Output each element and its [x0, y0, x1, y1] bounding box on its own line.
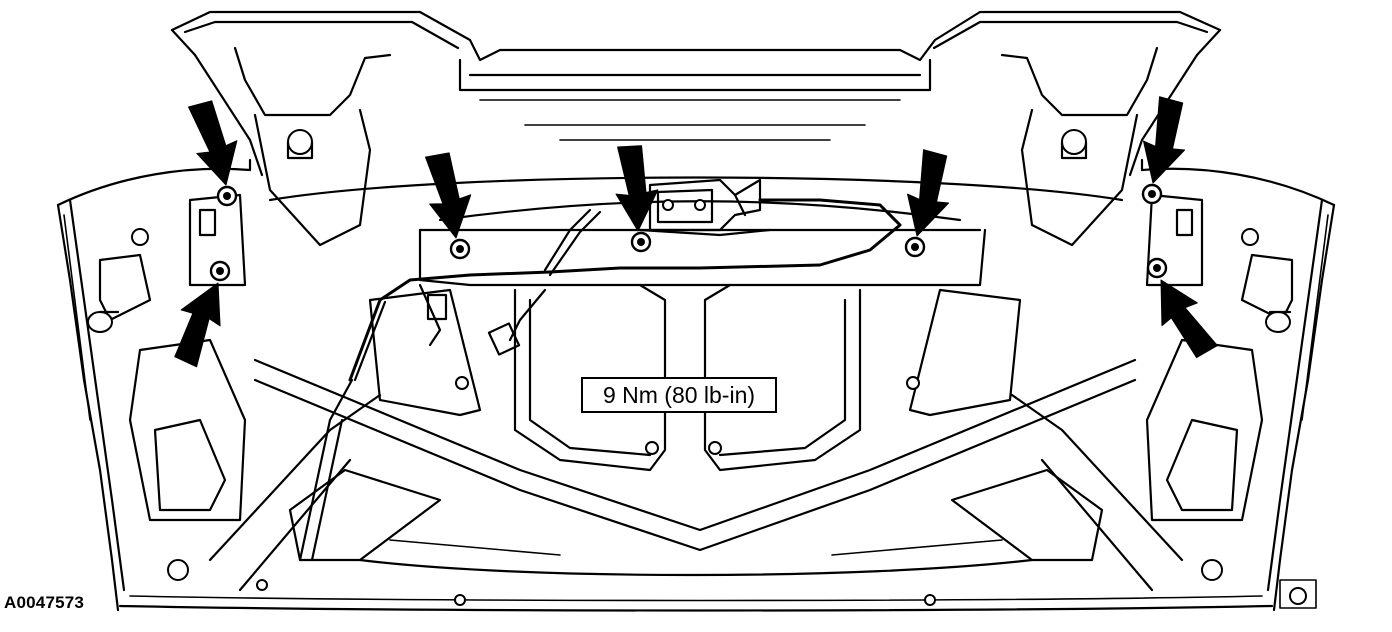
- hood-outline: [56, 158, 1336, 612]
- arrow-icon: [1160, 279, 1218, 359]
- pointer-arrows: [174, 96, 1218, 368]
- wiring-harness: [298, 198, 902, 562]
- arrow-icon: [1143, 96, 1186, 184]
- nut-icon: [449, 238, 471, 260]
- arrow-icon: [615, 145, 659, 232]
- nut-icon: [1146, 257, 1168, 279]
- hood-latch: [638, 178, 772, 237]
- left-bracket: [87, 193, 247, 581]
- cowl-panel: [170, 10, 1222, 247]
- arrow-icon: [174, 282, 221, 368]
- nut-icon: [904, 236, 926, 258]
- right-bracket: [1145, 193, 1317, 609]
- arrow-icon: [424, 152, 472, 239]
- hood-ribs: [208, 358, 1184, 606]
- arrow-icon: [907, 149, 950, 237]
- hood-bumper-left: [87, 311, 113, 333]
- arrow-icon: [188, 100, 238, 186]
- nut-icon: [216, 185, 238, 207]
- hinge-bolt-right: [1061, 129, 1087, 155]
- figure-id: A0047573: [4, 593, 85, 612]
- nut-icon: [209, 260, 231, 282]
- fastener-nuts: [209, 183, 1168, 282]
- harness-connector-2: [426, 293, 448, 321]
- hood-bumper-right: [1265, 311, 1291, 333]
- nut-icon: [630, 231, 652, 253]
- hinge-bolt-left: [287, 129, 313, 155]
- nut-icon: [1141, 183, 1163, 205]
- torque-callout: 9 Nm (80 lb-in): [581, 377, 777, 413]
- harness-connector: [487, 322, 521, 356]
